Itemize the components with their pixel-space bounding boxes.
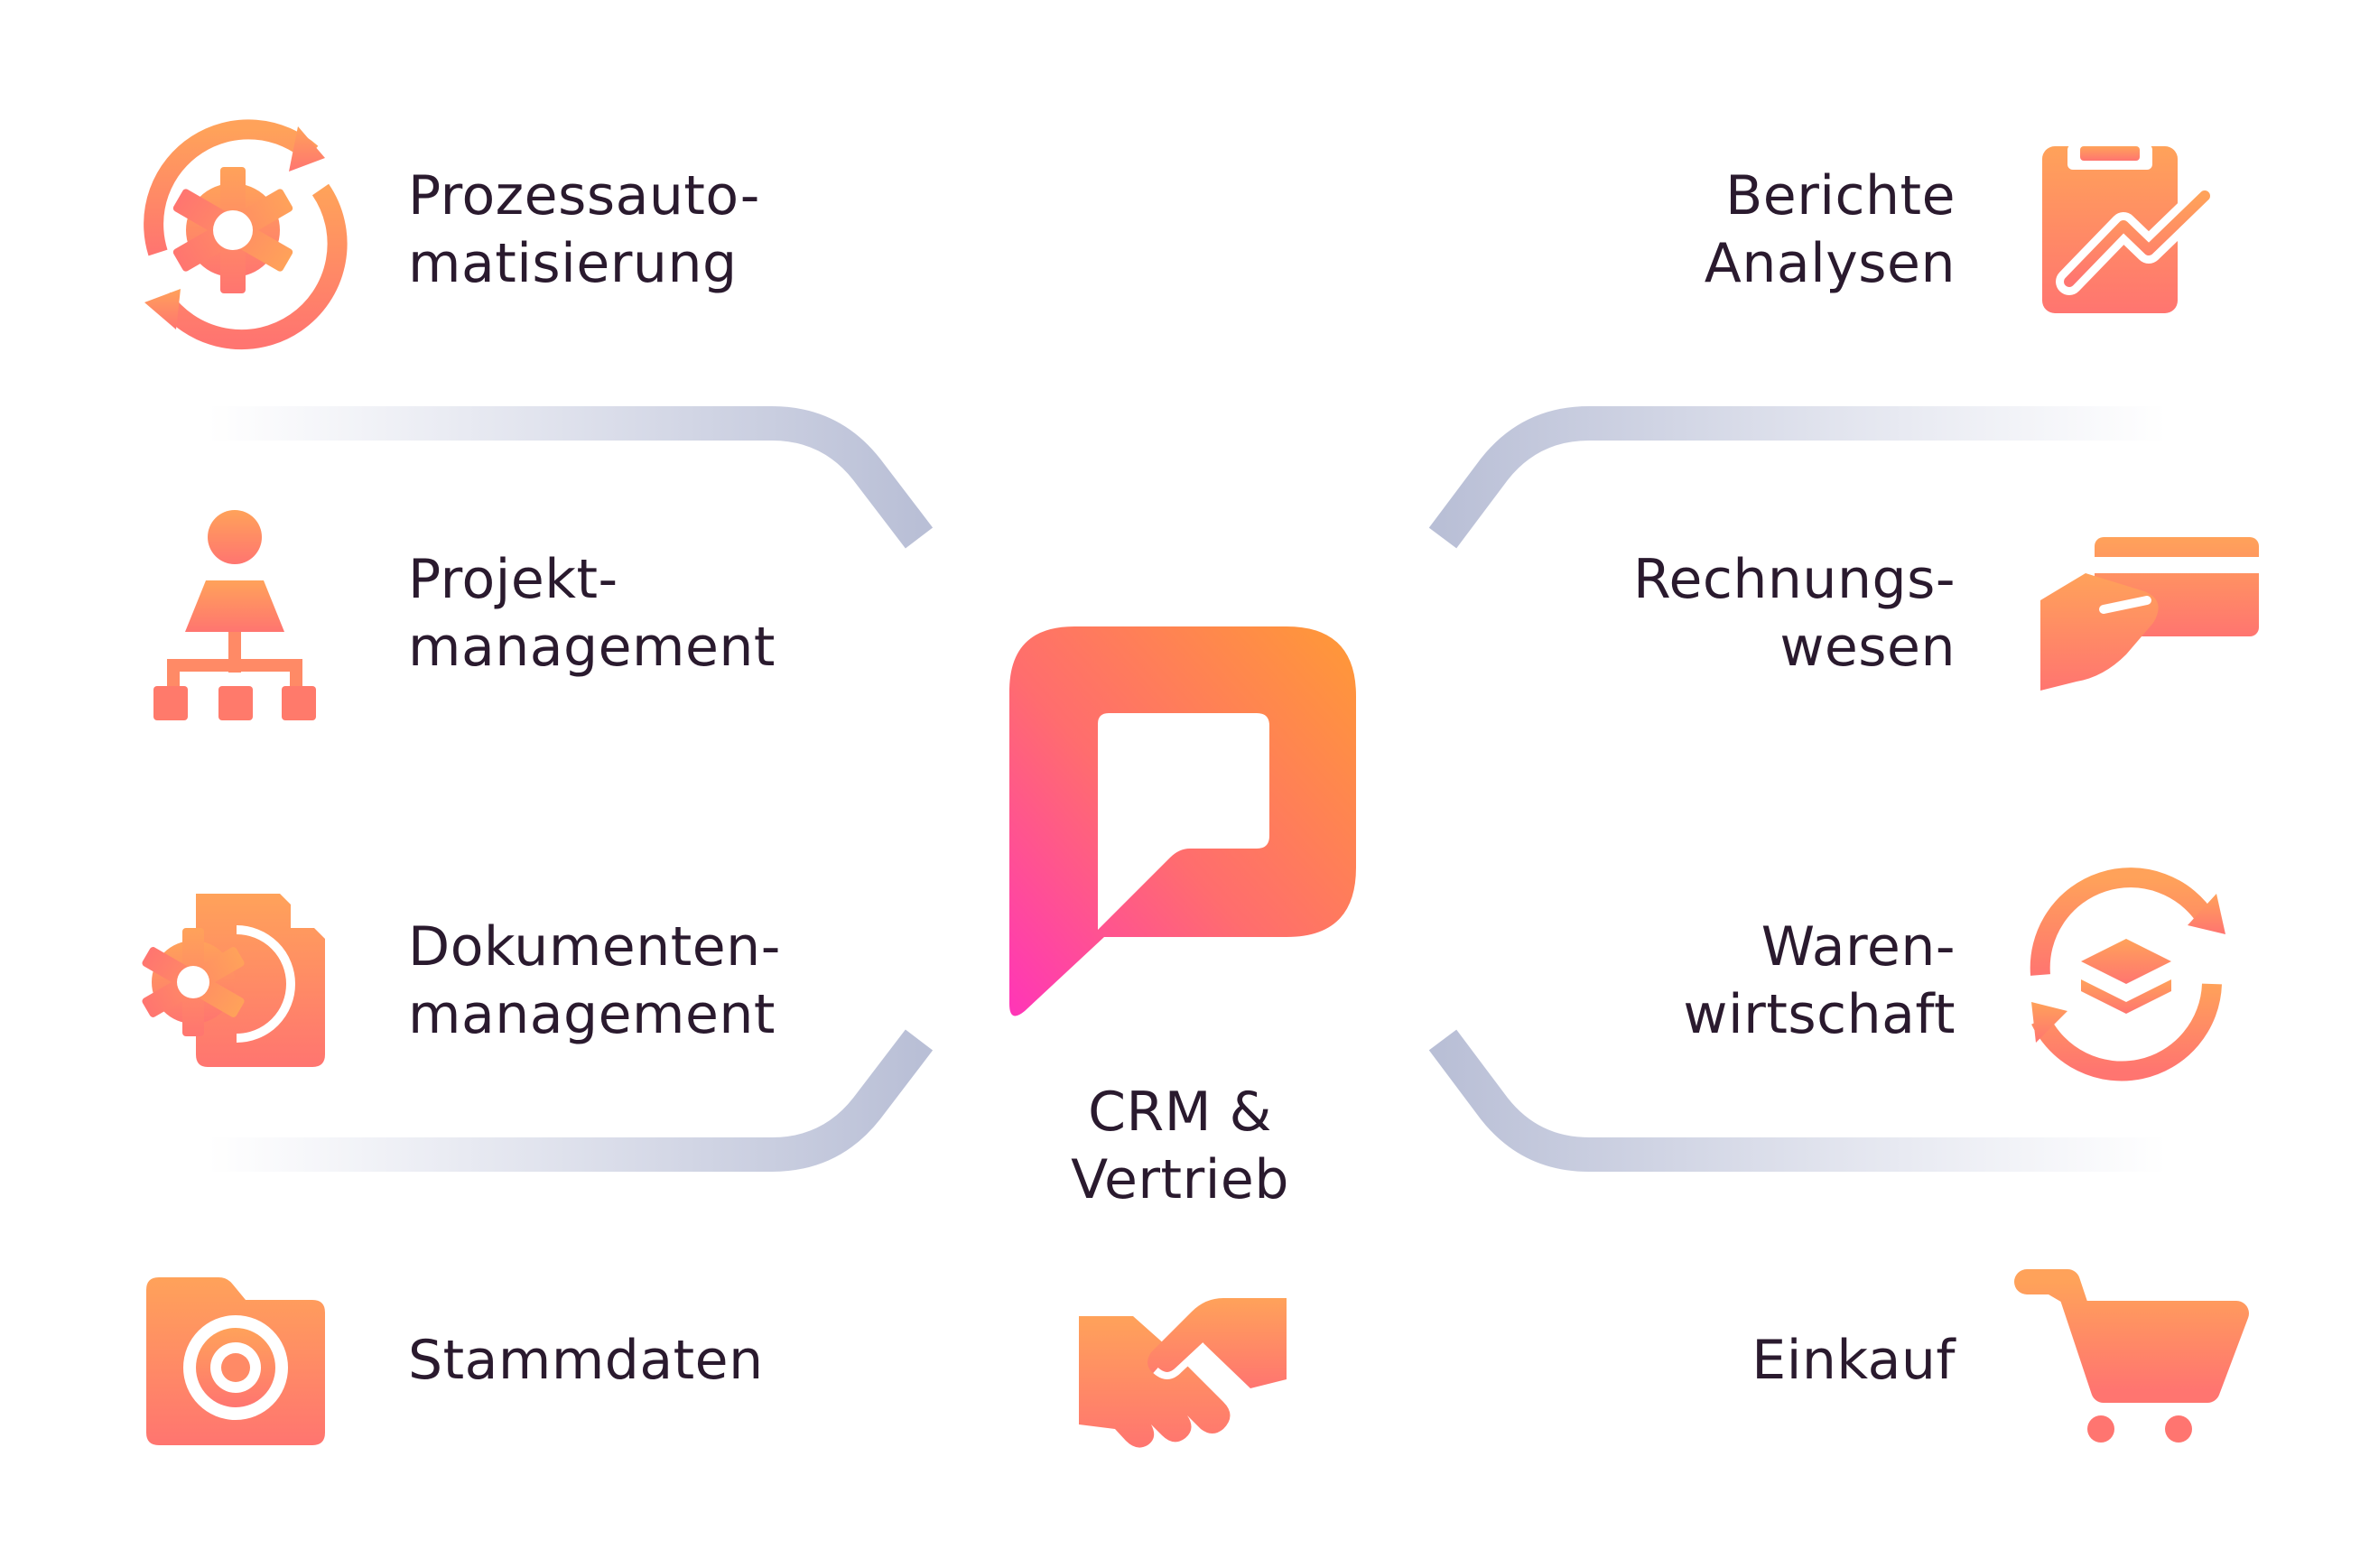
handshake-icon [1079, 1298, 1287, 1448]
label-line: Projekt- [408, 548, 618, 611]
label-line: Waren- [1761, 915, 1956, 979]
label-line: Dokumenten- [408, 915, 781, 979]
label-line: Berichte [1725, 164, 1956, 227]
gear-sync-icon [144, 119, 348, 350]
label-line: management [408, 983, 776, 1046]
label-projektmanagement: Projekt- management [408, 546, 776, 682]
right-connectors [1428, 406, 2167, 1172]
label-line: Vertrieb [1071, 1148, 1289, 1211]
label-stammdaten: Stammdaten [408, 1327, 764, 1395]
connector-bottom-right [1428, 1029, 2167, 1172]
label-line: Analysen [1704, 232, 1956, 295]
folder-target-icon [146, 1277, 325, 1445]
label-line: matisierung [408, 232, 738, 295]
connector-top-left [208, 406, 934, 549]
layers-sync-icon [2030, 868, 2225, 1081]
p-speech-bubble-logo [1009, 626, 1356, 1016]
label-line: Rechnungs- [1632, 548, 1956, 611]
label-warenwirtschaft: Waren- wirtschaft [1683, 914, 1956, 1049]
label-line: Einkauf [1751, 1329, 1956, 1392]
clipboard-chart-icon [2042, 144, 2218, 313]
label-line: management [408, 616, 776, 679]
hand-card-icon [2040, 537, 2259, 691]
label-prozessautomatisierung: Prozessauto- matisierung [408, 162, 760, 298]
label-line: Stammdaten [408, 1329, 764, 1392]
label-einkauf: Einkauf [1751, 1327, 1956, 1395]
label-line: CRM & [1088, 1081, 1272, 1144]
label-line: Prozessauto- [408, 164, 760, 227]
document-gear-icon [142, 894, 325, 1067]
label-line: wirtschaft [1683, 983, 1956, 1046]
label-berichte-analysen: Berichte Analysen [1705, 162, 1956, 298]
left-connectors [208, 406, 934, 1172]
org-chart-icon [153, 510, 316, 720]
label-line: wesen [1779, 616, 1956, 679]
label-rechnungswesen: Rechnungs- wesen [1633, 546, 1956, 682]
label-crm-vertrieb: CRM & Vertrieb [1071, 1079, 1289, 1214]
shopping-cart-icon [2014, 1269, 2249, 1443]
connector-bottom-left [208, 1029, 934, 1172]
label-dokumentenmanagement: Dokumenten- management [408, 914, 781, 1049]
connector-top-right [1428, 406, 2167, 549]
